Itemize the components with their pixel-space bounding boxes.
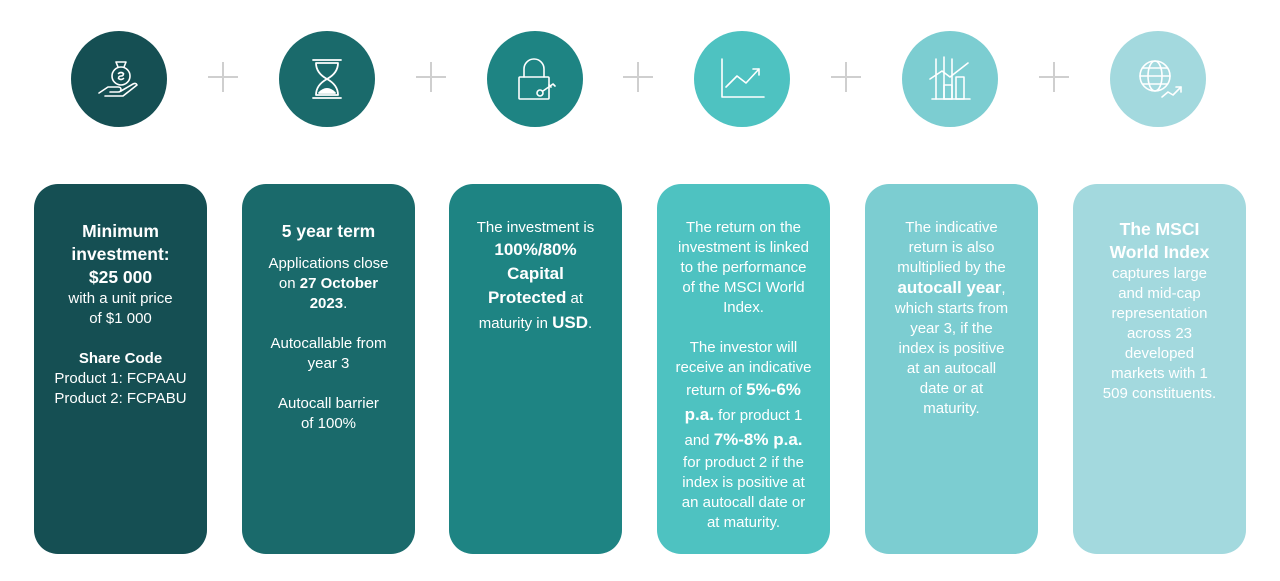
- card-capital-protection: The investment is 100%/80% Capital Prote…: [449, 184, 622, 554]
- protection-percent: 100%/80%: [494, 240, 577, 259]
- hourglass-icon: [279, 31, 375, 127]
- return-line: The return on the: [685, 219, 802, 236]
- card-title-line: Minimum: [82, 221, 159, 241]
- msci-title-line: World Index: [1109, 242, 1210, 262]
- card-autocall-year: The indicative return is also multiplied…: [865, 184, 1038, 554]
- protection-line: Protected at: [487, 288, 584, 307]
- return-line: to the performance: [680, 259, 807, 276]
- msci-line: developed: [1124, 345, 1195, 362]
- card-return-linked: The return on the investment is linked t…: [657, 184, 830, 554]
- investor-line: for product 2 if the: [683, 454, 804, 471]
- investor-line: at maturity.: [706, 514, 781, 531]
- applications-line: 2023.: [309, 295, 348, 312]
- globe-growth-icon: [1110, 31, 1206, 127]
- unit-price-line: with a unit price: [68, 290, 173, 307]
- autocall-line: at an autocall: [906, 360, 997, 377]
- share-code-product-1: Product 1: FCPAAU: [54, 370, 187, 387]
- msci-line: across 23: [1126, 325, 1193, 342]
- autocallable-line: year 3: [307, 355, 350, 372]
- investor-line: return of 5%-6%: [686, 380, 801, 399]
- msci-line: representation: [1111, 305, 1208, 322]
- investor-line: an autocall date or: [681, 494, 806, 511]
- return-line: investment is linked: [678, 239, 809, 256]
- autocall-barrier-line: Autocall barrier: [278, 395, 379, 412]
- autocall-line: multiplied by the: [897, 259, 1006, 276]
- autocall-line: date or at: [919, 380, 984, 397]
- msci-title-line: The MSCI: [1119, 219, 1200, 239]
- card-term: 5 year term Applications close on 27 Oct…: [242, 184, 415, 554]
- term-title: 5 year term: [281, 221, 376, 241]
- autocallable-line: Autocallable from: [270, 335, 387, 352]
- msci-line: markets with 1: [1111, 365, 1208, 382]
- msci-line: and mid-cap: [1118, 285, 1201, 302]
- plus-separator-4: [831, 62, 861, 92]
- investor-line: The investor will: [689, 339, 798, 356]
- protection-line: The investment is: [476, 219, 595, 236]
- bar-chart-growth-icon: [902, 31, 998, 127]
- autocall-line: The indicative: [905, 219, 998, 236]
- autocall-line: which starts from: [894, 300, 1009, 317]
- investor-line: and 7%-8% p.a.: [684, 430, 803, 449]
- card-msci-world-index: The MSCI World Index captures large and …: [1073, 184, 1246, 554]
- autocall-line: index is positive: [898, 340, 1005, 357]
- protection-line: maturity in USD.: [478, 313, 593, 332]
- protection-line: Capital: [507, 264, 564, 283]
- autocall-line: return is also: [908, 239, 995, 256]
- investor-line: p.a. for product 1: [684, 405, 803, 424]
- msci-line: 509 constituents.: [1102, 385, 1217, 402]
- plus-separator-3: [623, 62, 653, 92]
- autocall-line: year 3, if the: [910, 320, 993, 337]
- plus-separator-2: [416, 62, 446, 92]
- msci-line: captures large: [1111, 265, 1208, 282]
- plus-separator-5: [1039, 62, 1069, 92]
- investor-line: receive an indicative: [675, 359, 812, 376]
- autocall-line: autocall year,: [897, 278, 1006, 297]
- investor-line: index is positive at: [682, 474, 805, 491]
- money-bag-hand-icon: [71, 31, 167, 127]
- padlock-key-icon: [487, 31, 583, 127]
- line-chart-up-icon: [694, 31, 790, 127]
- autocall-line: maturity.: [923, 400, 980, 417]
- share-code-product-2: Product 2: FCPABU: [54, 390, 187, 407]
- applications-line: Applications close: [268, 255, 389, 272]
- share-code-title: Share Code: [78, 350, 163, 367]
- applications-line: on 27 October: [278, 275, 379, 292]
- card-title-line: investment:: [71, 244, 170, 264]
- unit-price-line: of $1 000: [89, 310, 152, 327]
- return-line: Index.: [723, 299, 764, 316]
- minimum-amount: $25 000: [88, 267, 153, 287]
- autocall-barrier-line: of 100%: [300, 415, 357, 432]
- plus-separator-1: [208, 62, 238, 92]
- return-line: of the MSCI World: [682, 279, 805, 296]
- card-minimum-investment: Minimum investment: $25 000 with a unit …: [34, 184, 207, 554]
